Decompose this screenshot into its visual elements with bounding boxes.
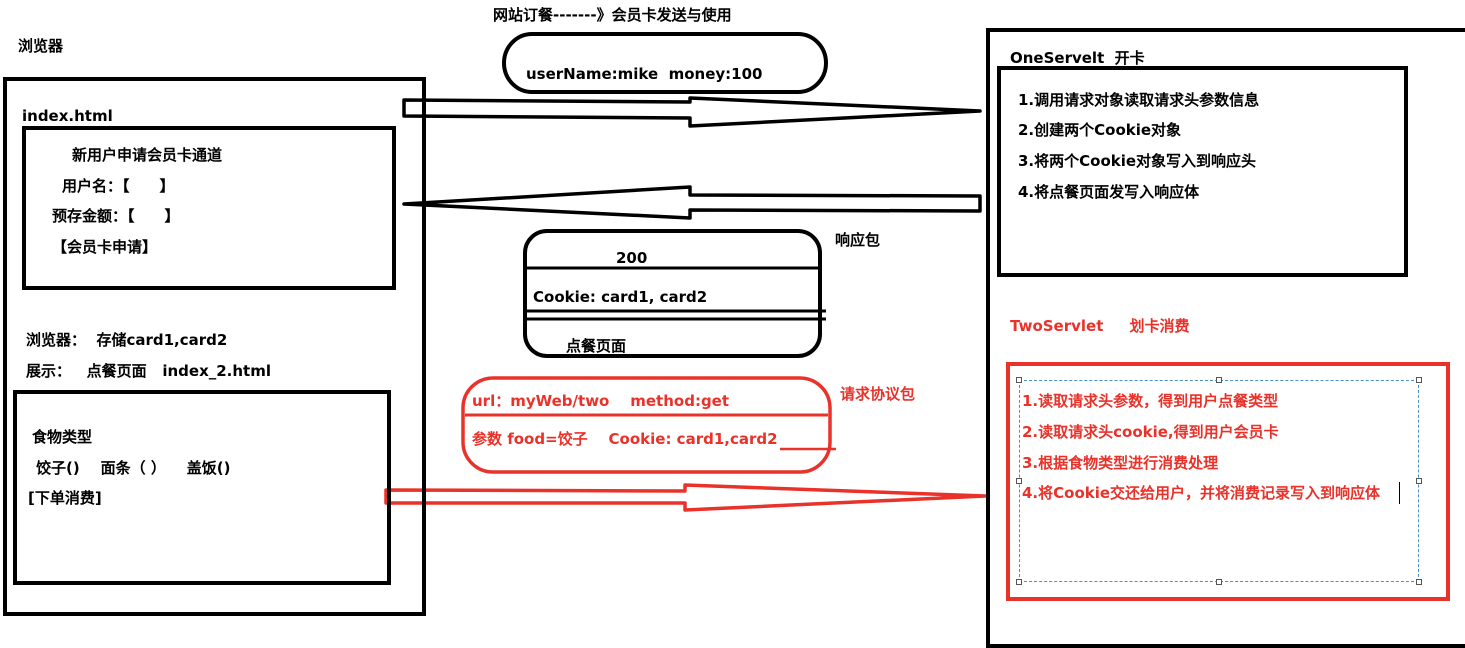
page-title: 网站订餐-------》会员卡发送与使用 xyxy=(493,6,732,24)
username-field[interactable]: 用户名：【 】 xyxy=(62,177,175,195)
request-params-line: 参数 food=饺子 Cookie: card1,card2 xyxy=(472,430,778,448)
diagram-lines xyxy=(384,32,987,512)
order-submit-button[interactable]: [下单消费] xyxy=(28,489,102,507)
servlet-two-step-3: 3.根据食物类型进行消费处理 xyxy=(1022,454,1219,472)
selection-handle-ml[interactable] xyxy=(1016,478,1022,484)
selection-handle-tr[interactable] xyxy=(1416,377,1422,383)
signup-heading: 新用户申请会员卡通道 xyxy=(72,146,223,164)
text-selection-frame[interactable] xyxy=(1019,380,1419,582)
servlet-one-title: OneServelt 开卡 xyxy=(1010,49,1145,67)
servlet-one-step-1: 1.调用请求对象读取请求头参数信息 xyxy=(1018,91,1260,109)
deposit-field[interactable]: 预存金额：【 】 xyxy=(52,207,180,225)
request-url-line: url：myWeb/two method:get xyxy=(472,392,730,410)
servlet-two-title: TwoServlet 划卡消费 xyxy=(1010,317,1190,335)
text-cursor xyxy=(1399,482,1400,504)
browser-panel xyxy=(3,77,426,616)
food-options[interactable]: 饺子() 面条（ ） 盖饭() xyxy=(36,459,231,477)
response-status: 200 xyxy=(616,249,648,267)
servlet-one-step-3: 3.将两个Cookie对象写入到响应头 xyxy=(1018,152,1257,170)
request-packet-box xyxy=(461,376,832,474)
servlet-two-step-2: 2.读取请求头cookie,得到用户会员卡 xyxy=(1022,423,1279,441)
request-packet-label: 请求协议包 xyxy=(840,385,916,403)
servlet-two-step-4: 4.将Cookie交还给用户，并将消费记录写入到响应体 xyxy=(1022,484,1381,502)
response-packet-label: 响应包 xyxy=(835,231,881,249)
servlet-one-step-2: 2.创建两个Cookie对象 xyxy=(1018,121,1182,139)
request-params: userName:mike money:100 xyxy=(526,65,763,83)
browser-file-label: index.html xyxy=(22,107,113,125)
arrow-request-to-server xyxy=(402,96,982,128)
storage-note: 浏览器： 存储card1,card2 xyxy=(26,331,228,349)
order-form xyxy=(13,390,391,585)
response-body: 点餐页面 xyxy=(566,337,627,355)
request-params-capsule xyxy=(502,32,828,94)
response-cookie-line: Cookie: card1, card2 xyxy=(533,288,708,306)
selection-handle-tm[interactable] xyxy=(1216,377,1222,383)
servlet-one-box xyxy=(997,66,1408,277)
servlet-one-step-4: 4.将点餐页面发写入响应体 xyxy=(1018,183,1200,201)
display-note: 展示： 点餐页面 index_2.html xyxy=(26,362,271,380)
servlet-two-step-1: 1.读取请求头参数，得到用户点餐类型 xyxy=(1022,392,1279,410)
signup-form xyxy=(22,126,396,290)
selection-handle-tl[interactable] xyxy=(1016,377,1022,383)
apply-card-button[interactable]: 【会员卡申请】 xyxy=(52,238,158,256)
arrow-response-to-browser xyxy=(402,185,982,220)
selection-handle-br[interactable] xyxy=(1416,579,1422,585)
food-type-heading: 食物类型 xyxy=(32,428,93,446)
browser-label: 浏览器 xyxy=(18,37,64,55)
arrow-order-to-twoservlet xyxy=(384,483,987,512)
servlet-two-box xyxy=(1006,362,1450,601)
response-packet-box xyxy=(523,229,822,358)
selection-handle-bm[interactable] xyxy=(1216,579,1222,585)
selection-handle-mr[interactable] xyxy=(1416,478,1422,484)
selection-handle-bl[interactable] xyxy=(1016,579,1022,585)
